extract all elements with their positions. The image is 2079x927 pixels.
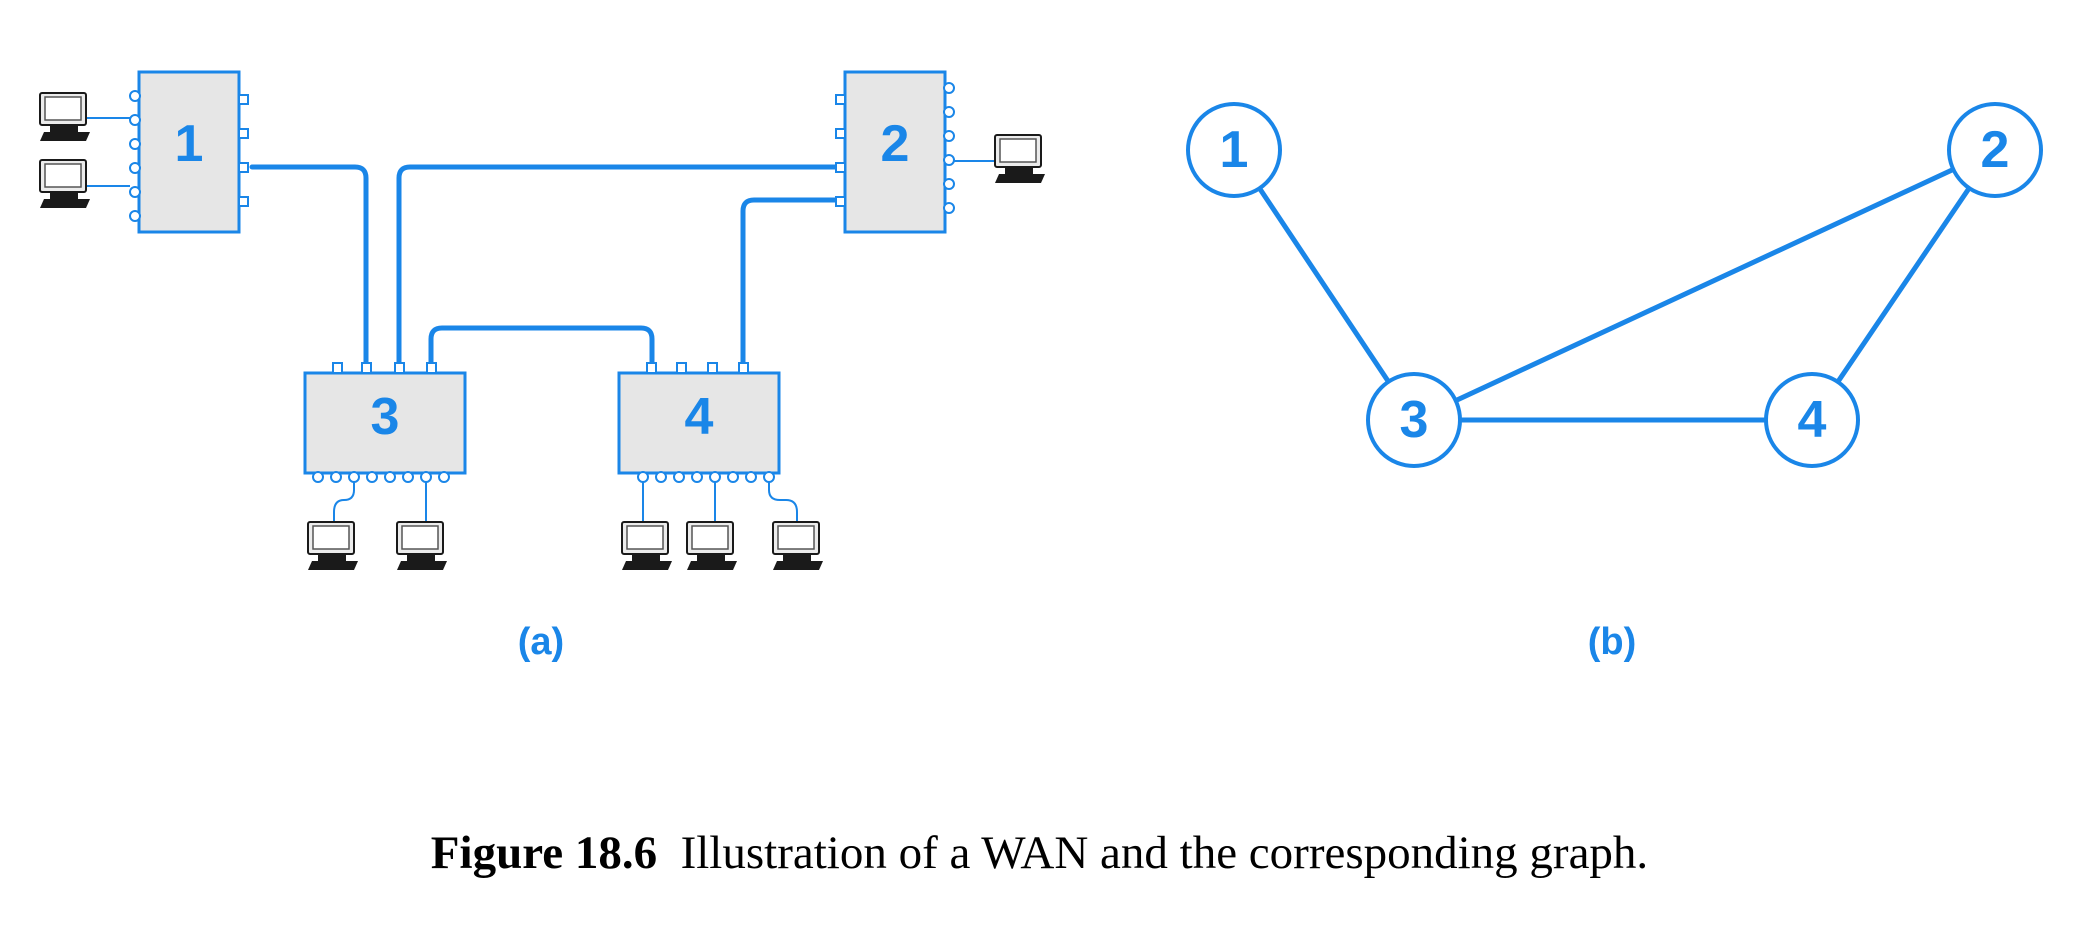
- switch-4-label: 4: [685, 388, 714, 446]
- panel-b-label: (b): [1588, 621, 1637, 663]
- computer-icon: [994, 134, 1045, 183]
- panel-b-graph: 1 2 3 4 (b): [1186, 102, 2043, 663]
- link-2-3: [396, 164, 845, 373]
- graph-node-2-label: 2: [1981, 121, 2010, 179]
- link-2-4: [740, 197, 845, 373]
- computer-icon: [686, 521, 737, 570]
- graph-node-3: 3: [1366, 372, 1462, 468]
- switch-1-label: 1: [175, 115, 204, 173]
- wan-figure: 1 2: [39, 70, 2043, 663]
- switch-3: 3: [303, 362, 467, 483]
- graph-node-1-label: 1: [1220, 121, 1249, 179]
- host-link-4c: [768, 482, 798, 526]
- computer-icon: [396, 521, 447, 570]
- graph-node-1: 1: [1186, 102, 1282, 198]
- switch-2: 2: [835, 70, 955, 234]
- graph-node-2: 2: [1947, 102, 2043, 198]
- switch-3-label: 3: [371, 388, 400, 446]
- panel-a-wan: 1 2: [39, 70, 1045, 663]
- computer-icon: [307, 521, 358, 570]
- figure-caption: Figure 18.6 Illustration of a WAN and th…: [0, 826, 2079, 880]
- computer-icon: [39, 92, 90, 141]
- computer-icon: [772, 521, 823, 570]
- graph-node-3-label: 3: [1400, 391, 1429, 449]
- edge-3-2: [1411, 147, 1998, 423]
- switch-4: 4: [617, 362, 781, 483]
- link-3-4: [428, 325, 655, 373]
- link-1-3: [249, 164, 369, 373]
- graph-node-4-label: 4: [1798, 391, 1827, 449]
- switch-1: 1: [129, 70, 249, 234]
- caption-number: Figure 18.6: [430, 827, 658, 879]
- computer-icon: [621, 521, 672, 570]
- switch-2-label: 2: [881, 115, 910, 173]
- panel-a-label: (a): [518, 621, 564, 663]
- edge-2-4: [1809, 147, 1998, 423]
- computer-icon: [39, 159, 90, 208]
- edge-1-3: [1231, 147, 1417, 423]
- host-link-3a: [333, 482, 355, 526]
- caption-text: Illustration of a WAN and the correspond…: [680, 827, 1649, 879]
- graph-node-4: 4: [1764, 372, 1860, 468]
